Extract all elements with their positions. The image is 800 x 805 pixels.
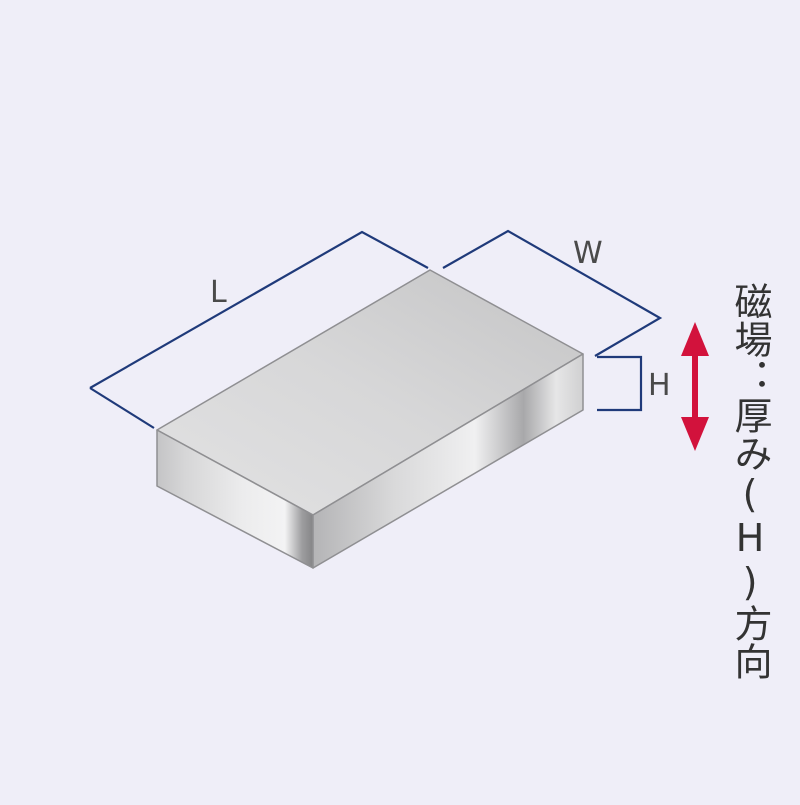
width-label: W: [573, 236, 603, 271]
height-label: H: [648, 368, 671, 403]
height-dimension-line: [597, 355, 643, 412]
magnetization-direction-caption: 磁場：厚み(H)方向: [728, 282, 772, 680]
magnetic-field-arrow: [681, 322, 709, 451]
length-dimension-tick: [89, 387, 155, 429]
length-label: L: [210, 275, 227, 310]
arrow-down-head: [681, 417, 709, 451]
arrow-up-head: [681, 322, 709, 356]
magnet-block: [156, 269, 584, 569]
magnet-side-face: [312, 353, 584, 569]
width-dimension-line: [442, 229, 663, 357]
length-dimension-line: [89, 230, 429, 389]
